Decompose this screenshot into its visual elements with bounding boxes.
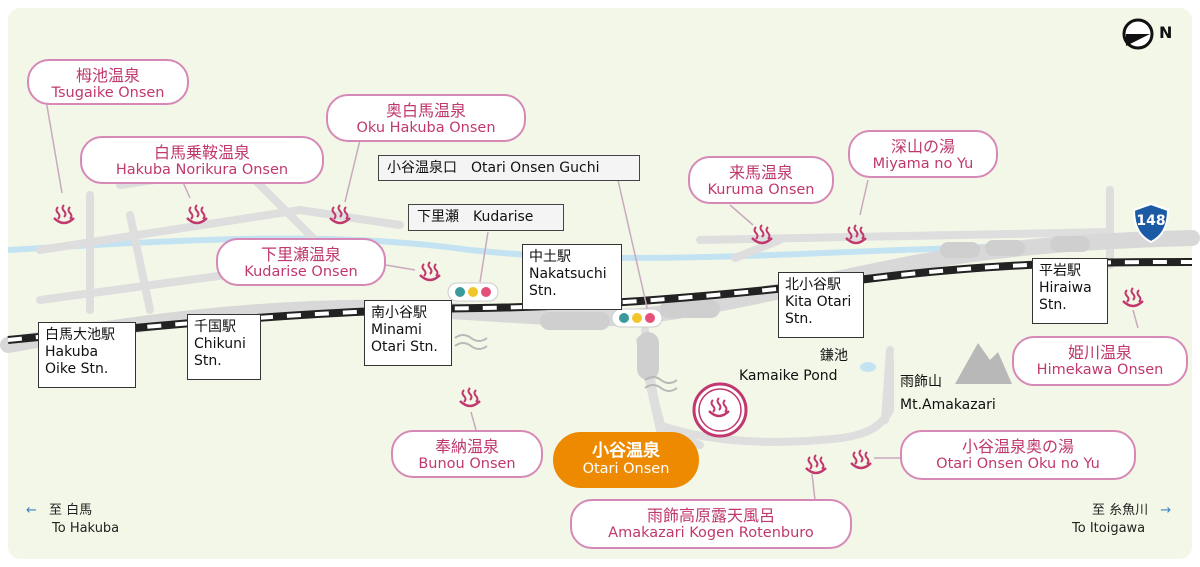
direction-hakuba: ← 至 白馬 xyxy=(26,503,93,518)
north-compass-icon xyxy=(1122,18,1154,50)
station-minami-otari[interactable]: 南小谷駅 Minami Otari Stn. xyxy=(364,300,452,366)
station-hiraiwa[interactable]: 平岩駅 Hiraiwa Stn. xyxy=(1032,258,1108,324)
tunnels xyxy=(540,236,1090,330)
water-symbols xyxy=(454,334,678,392)
route-148-shield-icon xyxy=(1132,202,1170,244)
label-bunou-onsen[interactable]: 奉納温泉 Bunou Onsen xyxy=(391,430,543,478)
direction-itoigawa-en: To Itoigawa xyxy=(1072,521,1146,536)
north-letter: N xyxy=(1159,23,1173,42)
mt-amakazari-label-en: Mt.Amakazari xyxy=(900,397,996,413)
label-amakazari-kogen-rotenburo[interactable]: 雨飾高原露天風呂 Amakazari Kogen Rotenburo xyxy=(570,499,852,549)
bus-stop-otari-onsen-guchi[interactable]: 小谷温泉口 Otari Onsen Guchi xyxy=(378,155,640,181)
kamaike-pond-shape xyxy=(860,362,876,372)
mt-amakazari-label-jp: 雨飾山 xyxy=(900,374,942,390)
kamaike-pond-label-en: Kamaike Pond xyxy=(739,368,838,384)
label-kuruma-onsen[interactable]: 来馬温泉 Kuruma Onsen xyxy=(688,156,834,204)
otari-onsen-large-icon xyxy=(692,382,748,438)
direction-hakuba-en: To Hakuba xyxy=(52,521,120,536)
station-hakuba-oike[interactable]: 白馬大池駅 Hakuba Oike Stn. xyxy=(38,322,136,388)
kamaike-pond-label-jp: 鎌池 xyxy=(820,348,848,364)
mt-amakazari-shape xyxy=(955,343,1012,384)
station-chikuni[interactable]: 千国駅 Chikuni Stn. xyxy=(187,314,261,380)
label-himekawa-onsen[interactable]: 姫川温泉 Himekawa Onsen xyxy=(1012,336,1188,386)
bus-stop-kudarise[interactable]: 下里瀬 Kudarise xyxy=(408,204,564,231)
label-otari-onsen-oku-no-yu[interactable]: 小谷温泉奥の湯 Otari Onsen Oku no Yu xyxy=(900,430,1136,480)
route-number: 148 xyxy=(1136,213,1166,229)
direction-itoigawa: 至 糸魚川 → xyxy=(1092,503,1172,518)
arrow-left-icon: ← xyxy=(26,503,37,518)
label-miyama-no-yu[interactable]: 深山の湯 Miyama no Yu xyxy=(848,130,998,178)
label-oku-hakuba-onsen[interactable]: 奥白馬温泉 Oku Hakuba Onsen xyxy=(326,94,526,142)
station-nakatsuchi[interactable]: 中土駅 Nakatsuchi Stn. xyxy=(522,244,622,310)
label-kudarise-onsen[interactable]: 下里瀬温泉 Kudarise Onsen xyxy=(216,238,386,286)
arrow-right-icon: → xyxy=(1160,503,1172,518)
leader-lines xyxy=(45,99,1139,501)
label-otari-onsen[interactable]: 小谷温泉 Otari Onsen xyxy=(553,432,699,488)
bus-stop-dots-kudarise xyxy=(447,282,499,302)
station-kita-otari[interactable]: 北小谷駅 Kita Otari Stn. xyxy=(778,272,864,338)
label-tsugaike-onsen[interactable]: 栂池温泉 Tsugaike Onsen xyxy=(27,59,189,105)
bus-stop-dots-otari-guchi xyxy=(611,308,663,328)
label-hakuba-norikura-onsen[interactable]: 白馬乗鞍温泉 Hakuba Norikura Onsen xyxy=(80,136,324,184)
